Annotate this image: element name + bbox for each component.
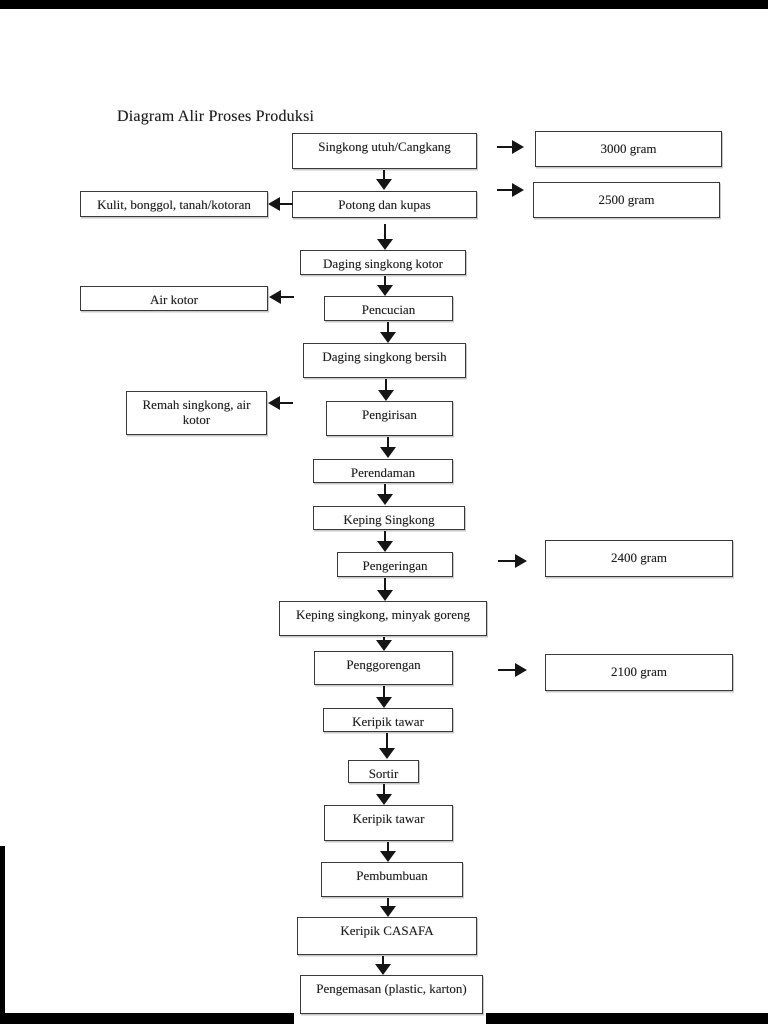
flow-step-keping-singkong: Keping Singkong xyxy=(313,506,465,530)
left-arrow-icon xyxy=(268,197,293,211)
flow-step-keripik-casafa: Keripik CASAFA xyxy=(297,917,477,955)
down-arrow-icon xyxy=(377,484,393,505)
down-arrow-icon xyxy=(377,531,393,552)
byproduct-air-kotor: Air kotor xyxy=(80,286,268,311)
down-arrow-icon xyxy=(377,578,393,601)
right-arrow-icon xyxy=(497,183,524,197)
flow-step-daging-singkong-bersih: Daging singkong bersih xyxy=(303,343,466,378)
flow-step-potong-dan-kupas: Potong dan kupas xyxy=(292,191,477,218)
down-arrow-icon xyxy=(376,686,392,708)
flow-step-singkong-utuh: Singkong utuh/Cangkang xyxy=(292,133,477,169)
flow-step-keping-singkong-minyak-goreng: Keping singkong, minyak goreng xyxy=(279,601,487,636)
down-arrow-icon xyxy=(376,637,392,651)
scan-artifact-top-bar xyxy=(0,0,768,9)
weight-2500-gram: 2500 gram xyxy=(533,182,720,218)
down-arrow-icon xyxy=(378,379,394,401)
down-arrow-icon xyxy=(377,224,393,250)
down-arrow-icon xyxy=(380,898,396,917)
flow-step-pembumbuan: Pembumbuan xyxy=(321,862,463,897)
down-arrow-icon xyxy=(380,842,396,862)
down-arrow-icon xyxy=(375,956,391,975)
flow-step-pengeringan: Pengeringan xyxy=(337,552,453,577)
byproduct-kulit-bonggol: Kulit, bonggol, tanah/kotoran xyxy=(80,191,268,217)
weight-3000-gram: 3000 gram xyxy=(535,131,722,167)
scan-artifact-bottom-right xyxy=(486,1013,768,1024)
flow-step-keripik-tawar-2: Keripik tawar xyxy=(324,805,453,841)
down-arrow-icon xyxy=(380,322,396,343)
byproduct-remah-singkong: Remah singkong, air kotor xyxy=(126,391,267,435)
flow-step-daging-singkong-kotor: Daging singkong kotor xyxy=(300,250,466,275)
weight-2100-gram: 2100 gram xyxy=(545,654,733,691)
scan-artifact-bottom-left xyxy=(0,1013,294,1024)
down-arrow-icon xyxy=(379,733,395,759)
page-title: Diagram Alir Proses Produksi xyxy=(117,108,315,125)
down-arrow-icon xyxy=(376,170,392,190)
flow-step-penggorengan: Penggorengan xyxy=(314,651,453,685)
down-arrow-icon xyxy=(380,437,396,458)
right-arrow-icon xyxy=(497,140,524,154)
left-arrow-icon xyxy=(269,290,294,304)
down-arrow-icon xyxy=(377,276,393,296)
flow-step-pengirisan: Pengirisan xyxy=(326,401,453,436)
scan-artifact-left-edge xyxy=(0,846,5,1024)
flow-step-pengemasan: Pengemasan (plastic, karton) xyxy=(300,975,483,1014)
flow-step-pencucian: Pencucian xyxy=(324,296,453,321)
weight-2400-gram: 2400 gram xyxy=(545,540,733,577)
flow-step-keripik-tawar-1: Keripik tawar xyxy=(323,708,453,732)
flow-step-perendaman: Perendaman xyxy=(313,459,453,483)
right-arrow-icon xyxy=(498,663,527,677)
right-arrow-icon xyxy=(498,554,527,568)
left-arrow-icon xyxy=(268,396,293,410)
flow-step-sortir: Sortir xyxy=(348,760,419,783)
down-arrow-icon xyxy=(376,784,392,805)
